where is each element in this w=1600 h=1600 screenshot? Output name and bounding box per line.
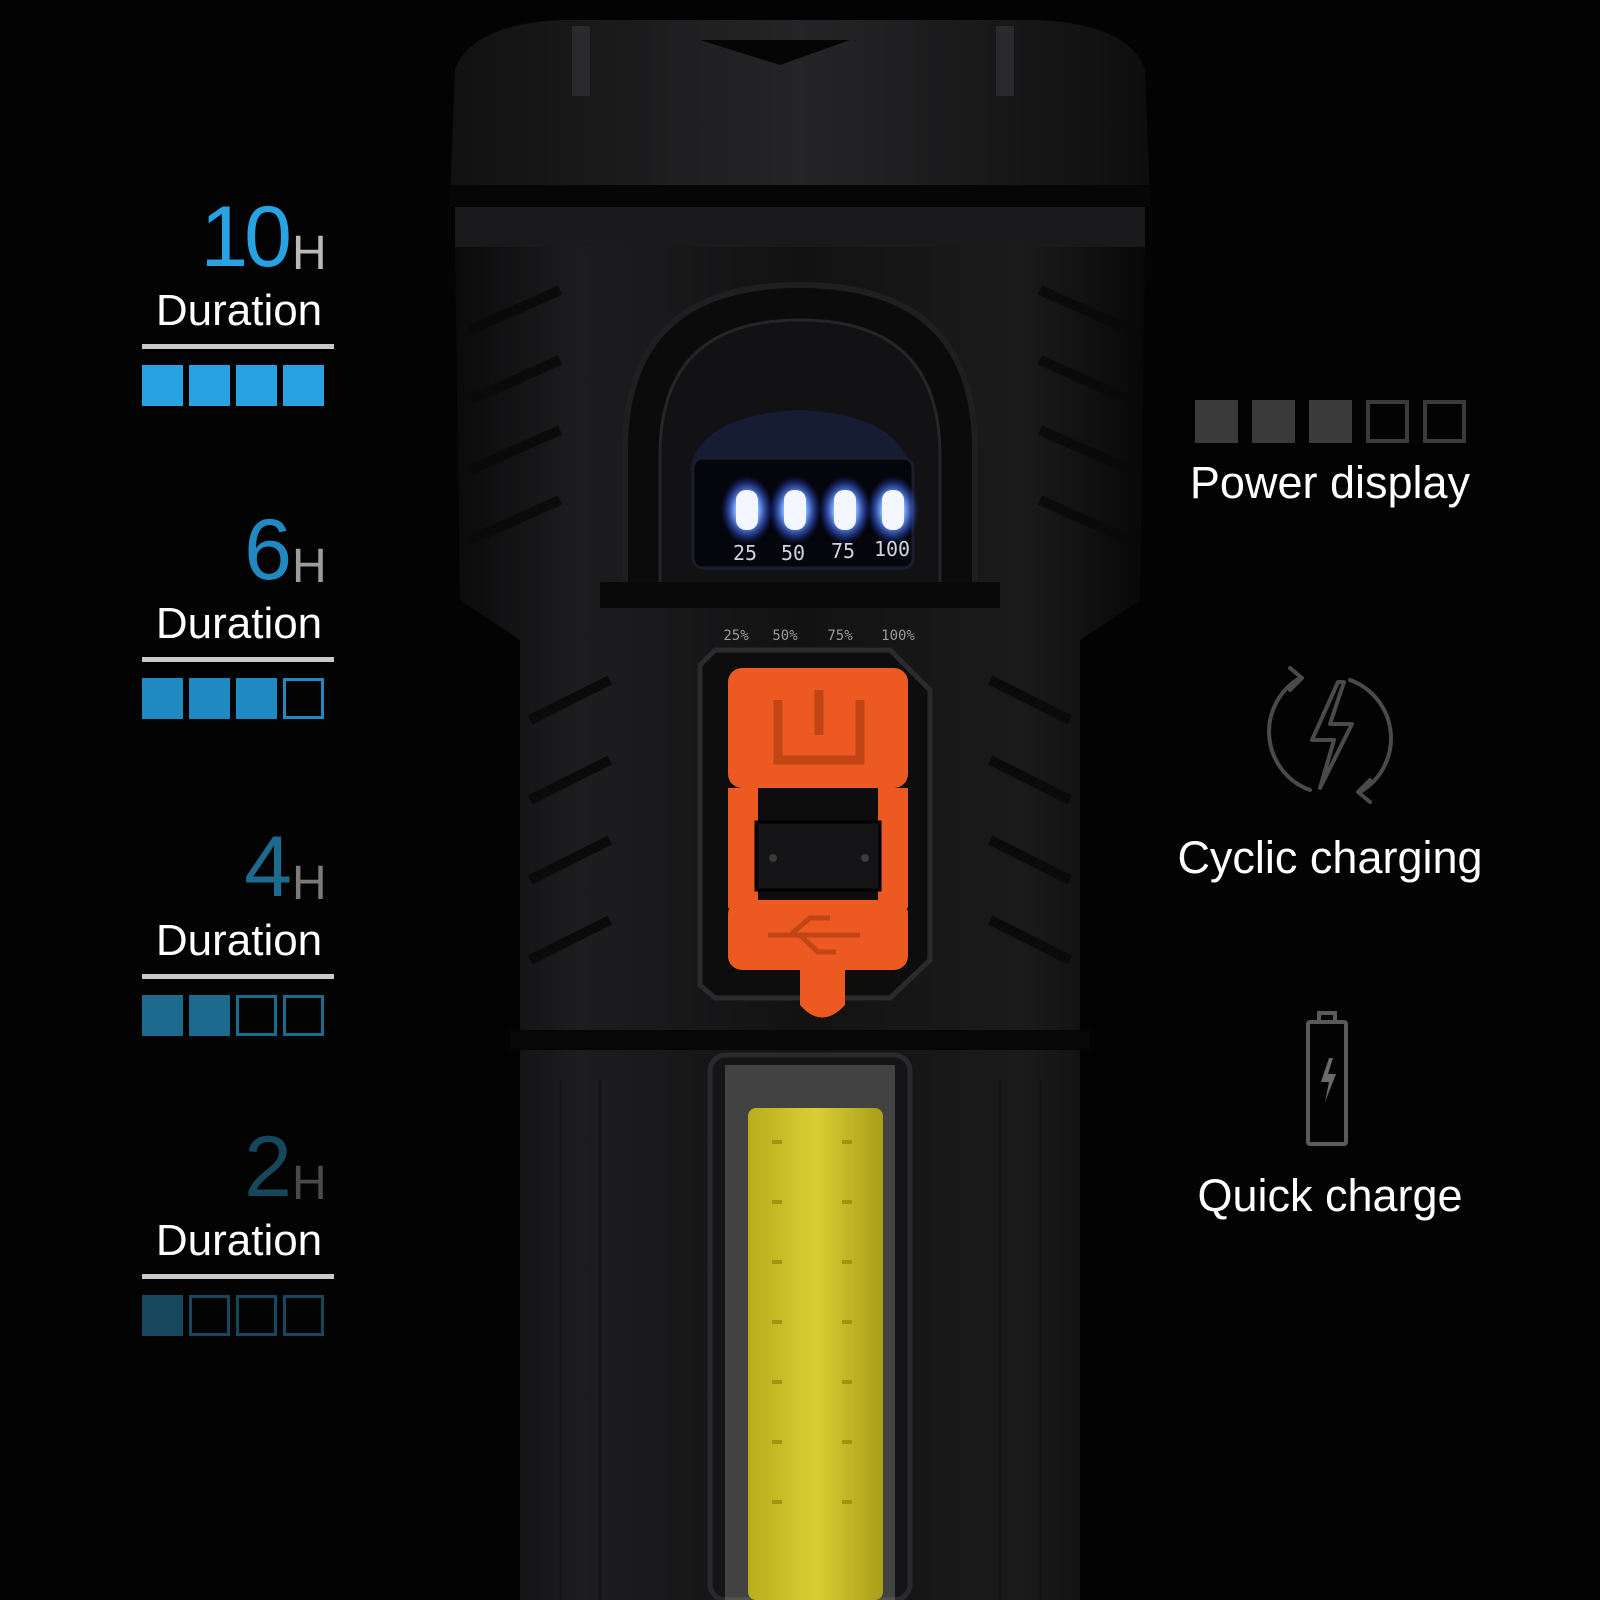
feature-cyclic-charging: Cyclic charging [1150, 660, 1510, 884]
duration-unit: H [292, 540, 327, 593]
level-bar-filled [142, 365, 183, 406]
level-bar-filled [189, 678, 230, 719]
cyclic-charging-icon [1267, 666, 1393, 804]
level-bar-empty [283, 1295, 324, 1336]
power-led-1 [721, 476, 773, 544]
divider [142, 1274, 334, 1279]
display-level-75: 75 [831, 539, 855, 563]
level-bar-filled [142, 1295, 183, 1336]
duration-hours: 6 [244, 502, 292, 598]
divider [142, 344, 334, 349]
level-bar-empty [236, 995, 277, 1036]
battery-level-icon [1150, 400, 1510, 443]
level-bar-filled [189, 365, 230, 406]
duration-unit: H [292, 857, 327, 910]
duration-level-bars [142, 1295, 336, 1336]
duration-unit: H [292, 227, 327, 280]
duration-hours: 10 [200, 189, 292, 285]
feature-quick-charge: Quick charge [1150, 1010, 1510, 1222]
duration-label: Duration [155, 1216, 323, 1265]
feature-label: Quick charge [1197, 1170, 1463, 1221]
feature-power-display: Power display [1150, 400, 1510, 509]
level-bar-filled [236, 365, 277, 406]
power-bar-filled [1308, 400, 1352, 443]
level-bar-filled [142, 678, 183, 719]
level-bar-filled [189, 995, 230, 1036]
level-bar-filled [236, 678, 277, 719]
level-bar-empty [236, 1295, 277, 1336]
level-bar-empty [283, 995, 324, 1036]
display-level-25: 25 [733, 541, 757, 565]
power-led-3 [819, 476, 871, 544]
duration-hours: 2 [244, 1119, 292, 1215]
power-bar-empty [1422, 400, 1466, 443]
body-label-25: 25% [723, 628, 749, 644]
power-bar-filled [1194, 400, 1238, 443]
duration-label: Duration [155, 916, 323, 965]
power-bar-empty [1365, 400, 1409, 443]
battery-bolt-icon [1306, 1011, 1348, 1146]
body-label-75: 75% [827, 628, 853, 644]
power-switch[interactable] [697, 647, 933, 1018]
power-button-icon [773, 690, 865, 765]
duration-level-bars [142, 995, 336, 1036]
duration-unit: H [292, 1157, 327, 1210]
divider [142, 974, 334, 979]
duration-label: Duration [155, 599, 323, 648]
display-level-50: 50 [781, 541, 805, 565]
level-bar-filled [142, 995, 183, 1036]
level-bar-empty [189, 1295, 230, 1336]
body-label-100: 100% [881, 628, 915, 644]
divider [142, 657, 334, 662]
feature-label: Power display [1189, 457, 1471, 508]
duration-level-bars [142, 365, 336, 406]
power-led-2 [769, 476, 821, 544]
duration-level-bars [142, 678, 336, 719]
flashlight-head [450, 20, 1150, 247]
power-led-4 [867, 476, 919, 544]
level-bar-empty [283, 678, 324, 719]
display-level-100: 100 [874, 537, 910, 561]
feature-label: Cyclic charging [1177, 832, 1483, 883]
usb-icon [768, 915, 860, 955]
level-bar-filled [283, 365, 324, 406]
power-led-indicators [721, 476, 919, 544]
power-bar-filled [1251, 400, 1295, 443]
cob-side-light [707, 1052, 913, 1600]
duration-hours: 4 [244, 819, 292, 915]
body-label-50: 50% [772, 628, 798, 644]
duration-label: Duration [155, 286, 323, 335]
